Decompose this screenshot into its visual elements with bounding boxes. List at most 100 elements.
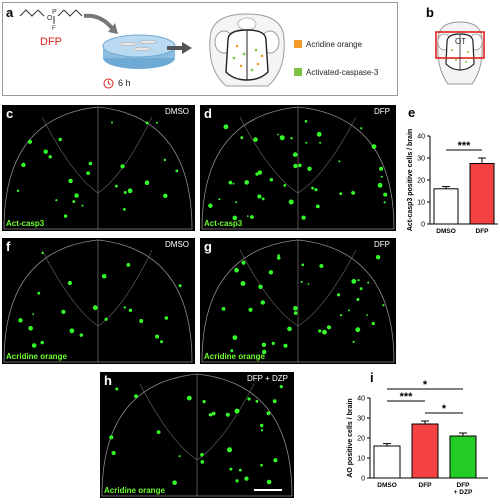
cells-g (221, 254, 385, 355)
cell-punctum (266, 411, 271, 416)
cells-f (18, 251, 182, 348)
svg-text:P: P (52, 9, 57, 16)
cell-punctum (139, 319, 144, 323)
significance-label: * (442, 403, 447, 415)
cell-punctum (383, 192, 388, 197)
cells-h (109, 385, 283, 485)
cell-punctum (123, 208, 126, 211)
cell-punctum (293, 306, 298, 311)
cell-punctum (257, 170, 263, 175)
tectum-outline-h (101, 373, 293, 497)
cell-punctum (268, 270, 274, 275)
cell-punctum (104, 317, 108, 321)
legend-caspase: Activated-caspase-3 (294, 68, 378, 77)
cell-punctum (43, 149, 48, 154)
tectum-outline-d (201, 106, 395, 230)
cell-punctum (300, 280, 303, 283)
significance-label: *** (400, 391, 414, 403)
cell-punctum (357, 279, 360, 282)
cell-punctum (228, 180, 233, 185)
cell-punctum (175, 169, 179, 173)
cell-punctum (63, 214, 68, 218)
cell-punctum (301, 263, 305, 267)
drug-label: DFP (40, 36, 62, 48)
x-tick-label: DFP (457, 482, 471, 489)
cell-punctum (269, 178, 273, 182)
ot-label: OT (455, 37, 467, 46)
cell-punctum (28, 326, 33, 331)
cell-punctum (287, 326, 292, 332)
bar (433, 188, 459, 225)
cell-punctum (283, 343, 288, 348)
cell-punctum (123, 306, 127, 309)
cell-punctum (230, 349, 234, 353)
cell-punctum (351, 279, 357, 284)
cell-punctum (115, 387, 119, 391)
legend-label-caspase: Activated-caspase-3 (306, 68, 379, 77)
cell-punctum (379, 166, 384, 171)
cell-punctum (145, 121, 149, 125)
condition-label-h: DFP + DZP (247, 374, 288, 383)
cell-punctum (304, 120, 308, 123)
cell-punctum (163, 193, 168, 198)
cell-punctum (262, 349, 267, 355)
cell-punctum (86, 171, 91, 175)
panel-c-letter: c (6, 106, 14, 121)
cell-punctum (68, 178, 73, 184)
cell-punctum (277, 133, 279, 136)
cell-punctum (307, 166, 312, 171)
cell-punctum (279, 385, 283, 389)
cell-punctum (315, 204, 320, 209)
cells-d (208, 120, 388, 221)
x-tick-label: + DZP (454, 489, 473, 496)
cell-punctum (261, 197, 265, 201)
cell-punctum (307, 283, 310, 285)
cell-punctum (31, 343, 37, 348)
cell-punctum (74, 193, 79, 198)
bar (373, 445, 401, 479)
cell-punctum (383, 201, 386, 204)
legend-swatch-green (294, 68, 302, 76)
cell-punctum (61, 309, 66, 314)
x-tick-label: DFP (419, 482, 433, 489)
cell-punctum (234, 408, 240, 414)
cell-punctum (271, 341, 275, 345)
significance-label: *** (458, 140, 472, 152)
cell-punctum (208, 413, 213, 417)
cell-punctum (211, 411, 216, 416)
cell-punctum (340, 314, 343, 317)
cell-punctum (32, 313, 35, 316)
cell-punctum (27, 139, 33, 144)
cell-punctum (371, 144, 377, 149)
cell-punctum (72, 200, 76, 203)
condition-label-c: DMSO (165, 107, 189, 116)
cell-punctum (178, 455, 181, 458)
cell-punctum (257, 194, 262, 199)
legend-swatch-orange (294, 40, 302, 48)
cell-punctum (240, 281, 246, 286)
cell-punctum (172, 480, 177, 485)
cell-punctum (111, 121, 113, 124)
svg-text:O: O (47, 15, 53, 22)
legend-acridine: Acridine orange (294, 40, 362, 49)
panel-b-letter: b (426, 5, 434, 20)
y-tick-label: 20 (417, 178, 425, 185)
cell-punctum (261, 342, 267, 347)
micrograph-h: h DFP + DZP Acridine orange (100, 372, 294, 498)
cell-punctum (134, 394, 138, 399)
larva-brain-schematic (209, 13, 285, 87)
cell-punctum (260, 463, 263, 467)
cell-punctum (58, 137, 62, 142)
cell-punctum (160, 340, 164, 344)
panel-e-letter: e (408, 105, 416, 120)
tectum-outline-c (3, 106, 193, 230)
cell-punctum (123, 191, 127, 194)
cell-punctum (221, 307, 226, 311)
cell-punctum (244, 180, 249, 185)
cell-punctum (248, 307, 253, 312)
y-axis-label: AO positive cells / brain (347, 398, 354, 477)
cell-punctum (277, 254, 280, 257)
tectum-outline-f (3, 239, 193, 363)
cell-punctum (227, 447, 232, 453)
